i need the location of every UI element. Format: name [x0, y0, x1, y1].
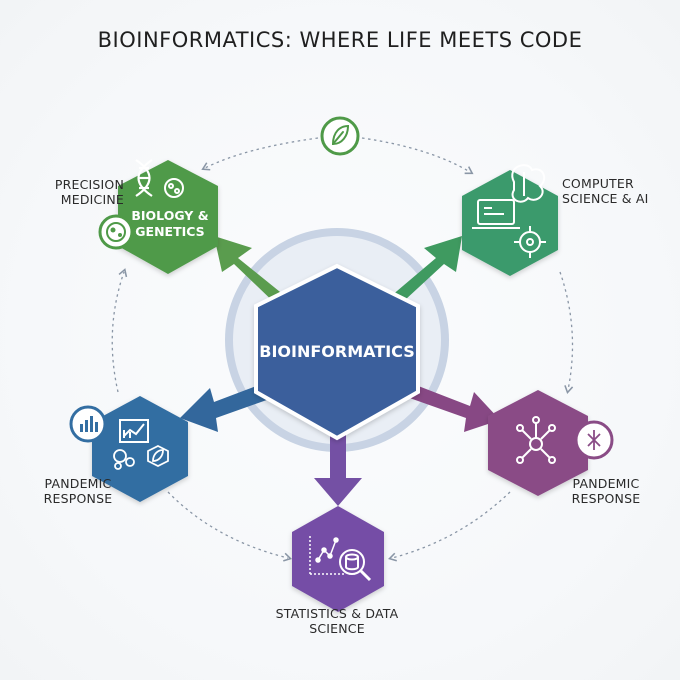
leaf-icon — [331, 124, 350, 146]
connector-right-down — [559, 271, 574, 395]
label-computer-science-line1: COMPUTER — [562, 176, 634, 191]
label-computer-science-line2: SCIENCE & AI — [562, 191, 649, 206]
label-pandemic-left-line2: RESPONSE — [43, 491, 113, 506]
cycle-connectors — [111, 137, 574, 562]
label-statistics-line1: STATISTICS & DATA — [275, 606, 399, 621]
label-computer-science-ai: COMPUTER SCIENCE & AI — [562, 176, 662, 206]
node-biology-line2: GENETICS — [135, 224, 204, 239]
dna-icon — [135, 159, 153, 197]
label-pandemic-right-line2: RESPONSE — [571, 491, 641, 506]
hub-hexagon[interactable] — [254, 263, 420, 441]
hub-label: BIOINFORMATICS — [259, 342, 414, 361]
arrow-to-statistics — [314, 432, 362, 506]
connector-top-right — [361, 137, 474, 175]
node-biology-genetics[interactable]: BIOLOGY & GENETICS — [98, 159, 218, 274]
node-computer-science-ai[interactable] — [462, 164, 558, 276]
arrow-to-pandemic-left — [180, 380, 278, 432]
leaf-hex-icon — [147, 444, 169, 468]
label-precision-medicine: PRECISION MEDICINE — [40, 177, 124, 207]
label-pandemic-response-right: PANDEMIC RESPONSE — [566, 476, 646, 506]
node-statistics-data-science[interactable] — [292, 506, 384, 612]
network-icon — [516, 416, 556, 464]
laptop-code-icon — [472, 199, 520, 229]
cell-icon — [98, 214, 134, 250]
ai-chip-icon — [514, 226, 546, 258]
connector-bottom-left — [167, 491, 292, 562]
analytics-chart-icon — [119, 419, 149, 443]
arrow-to-biology — [214, 236, 290, 310]
virus-icon — [574, 420, 614, 460]
page-title: BIOINFORMATICS: WHERE LIFE MEETS CODE — [97, 28, 583, 52]
brain-icon — [511, 164, 546, 203]
node-pandemic-left[interactable] — [69, 396, 188, 502]
label-pandemic-response-left: PANDEMIC RESPONSE — [40, 476, 116, 506]
scatter-plot-icon — [309, 536, 346, 575]
label-statistics-data-science: STATISTICS & DATA SCIENCE — [262, 606, 412, 636]
label-precision-medicine-line1: PRECISION — [54, 177, 124, 192]
molecule-icon — [164, 178, 184, 198]
microbes-icon — [113, 449, 135, 470]
label-pandemic-left-line1: PANDEMIC — [44, 476, 112, 491]
label-statistics-line2: SCIENCE — [309, 621, 365, 636]
connector-top-left — [201, 137, 319, 171]
top-leaf-badge — [320, 116, 360, 156]
arrow-to-computer — [384, 236, 462, 312]
magnifier-database-icon — [339, 549, 372, 582]
label-pandemic-right-line1: PANDEMIC — [572, 476, 640, 491]
node-pandemic-right[interactable] — [488, 390, 614, 496]
label-precision-medicine-line2: MEDICINE — [60, 192, 124, 207]
connector-bottom-right — [388, 491, 511, 562]
bar-chart-icon — [69, 405, 107, 443]
arrow-to-pandemic-right — [404, 382, 500, 432]
hub-arrows — [180, 236, 500, 506]
connector-left-up — [111, 268, 128, 393]
node-biology-line1: BIOLOGY & — [131, 208, 208, 223]
